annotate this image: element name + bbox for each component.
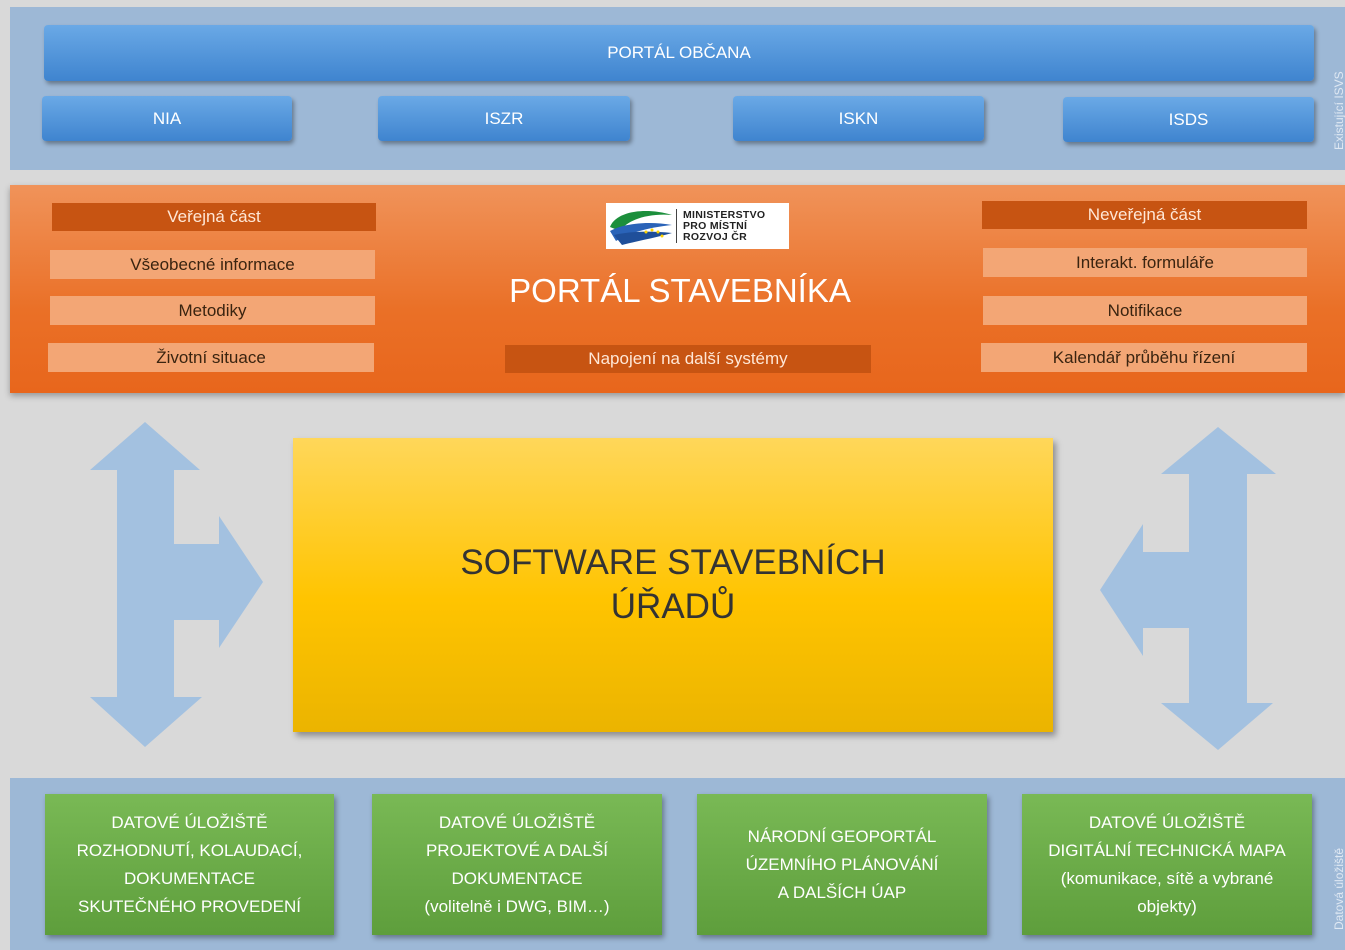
public-item-methodologies[interactable]: Metodiky bbox=[50, 296, 375, 325]
portal-stavebnika-title: PORTÁL STAVEBNÍKA bbox=[509, 272, 851, 309]
storage-project-line: (volitelně i DWG, BIM…) bbox=[424, 896, 610, 916]
nonpublic-item-forms[interactable]: Interakt. formuláře bbox=[983, 248, 1307, 277]
mmr-logo-icon bbox=[610, 211, 672, 245]
nonpublic-item-calendar[interactable]: Kalendář průběhu řízení bbox=[981, 343, 1307, 372]
storage-project-documentation[interactable]: DATOVÉ ÚLOŽIŠTĚ PROJEKTOVÉ A DALŠÍ DOKUM… bbox=[372, 794, 662, 935]
technical-map-line: (komunikace, sítě a vybrané bbox=[1060, 868, 1274, 888]
existing-isvs-label: Existující ISVS bbox=[1332, 71, 1345, 150]
logo-line-1: MINISTERSTVO bbox=[683, 208, 766, 221]
storage-project-line: PROJEKTOVÉ A DALŠÍ bbox=[425, 840, 609, 860]
geoportal-line: ÚZEMNÍHO PLÁNOVÁNÍ bbox=[745, 854, 939, 874]
storage-project-line: DOKUMENTACE bbox=[451, 868, 583, 888]
public-item-general-info[interactable]: Všeobecné informace bbox=[50, 250, 375, 279]
storage-decisions[interactable]: DATOVÉ ÚLOŽIŠTĚ ROZHODNUTÍ, KOLAUDACÍ, D… bbox=[45, 794, 334, 935]
system-nia-button[interactable]: NIA bbox=[42, 96, 292, 141]
building-authority-software-box: SOFTWARE STAVEBNÍCH ÚŘADŮ bbox=[293, 438, 1053, 732]
system-isds-button[interactable]: ISDS bbox=[1063, 97, 1314, 142]
data-storage-label: Datová úložiště bbox=[1332, 847, 1345, 930]
system-iszr-button[interactable]: ISZR bbox=[378, 96, 630, 141]
nonpublic-item-notifications[interactable]: Notifikace bbox=[983, 296, 1307, 325]
system-iskn-button[interactable]: ISKN bbox=[733, 96, 984, 141]
storage-decisions-line: DOKUMENTACE bbox=[124, 868, 255, 888]
software-title-line-2: ÚŘADŮ bbox=[610, 587, 736, 626]
public-item-life-situations[interactable]: Životní situace bbox=[48, 343, 374, 372]
storage-project-line: DATOVÉ ÚLOŽIŠTĚ bbox=[438, 812, 596, 832]
left-branch-arrow-icon bbox=[90, 422, 263, 747]
national-geoportal[interactable]: NÁRODNÍ GEOPORTÁL ÚZEMNÍHO PLÁNOVÁNÍ A D… bbox=[697, 794, 987, 935]
technical-map-line: DATOVÉ ÚLOŽIŠTĚ bbox=[1088, 812, 1246, 832]
storage-digital-technical-map[interactable]: DATOVÉ ÚLOŽIŠTĚ DIGITÁLNÍ TECHNICKÁ MAPA… bbox=[1022, 794, 1312, 935]
right-branch-arrow-icon bbox=[1100, 427, 1276, 750]
software-title-line-1: SOFTWARE STAVEBNÍCH bbox=[460, 543, 886, 582]
storage-decisions-line: SKUTEČNÉHO PROVEDENÍ bbox=[78, 896, 301, 916]
logo-line-3: ROZVOJ ČR bbox=[683, 230, 747, 243]
technical-map-line: DIGITÁLNÍ TECHNICKÁ MAPA bbox=[1048, 840, 1286, 860]
mmr-logo: MINISTERSTVO PRO MÍSTNÍ ROZVOJ ČR bbox=[606, 203, 789, 249]
public-part-header: Veřejná část bbox=[52, 203, 376, 231]
connection-other-systems[interactable]: Napojení na další systémy bbox=[505, 345, 871, 373]
storage-decisions-line: DATOVÉ ÚLOŽIŠTĚ bbox=[111, 812, 268, 832]
technical-map-line: objekty) bbox=[1137, 896, 1197, 916]
logo-line-2: PRO MÍSTNÍ bbox=[683, 219, 748, 232]
geoportal-line: A DALŠÍCH ÚAP bbox=[777, 882, 907, 902]
nonpublic-part-header: Neveřejná část bbox=[982, 201, 1307, 229]
portal-obcana-button[interactable]: PORTÁL OBČANA bbox=[44, 25, 1314, 81]
storage-decisions-line: ROZHODNUTÍ, KOLAUDACÍ, bbox=[76, 840, 303, 860]
geoportal-line: NÁRODNÍ GEOPORTÁL bbox=[747, 826, 937, 846]
